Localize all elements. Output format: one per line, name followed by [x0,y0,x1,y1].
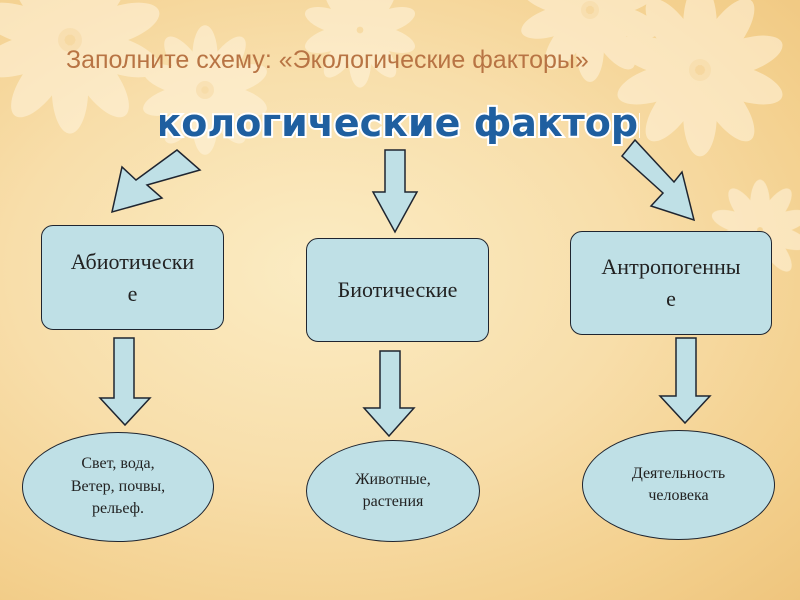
arrow-abiotic-to-examples [98,337,152,427]
example-abiotic-label: Свет, вода, Ветер, почвы, рельеф. [70,455,166,518]
arrow-title-to-abiotic [110,149,202,214]
example-abiotic: Свет, вода, Ветер, почвы, рельеф. [22,432,214,542]
example-anthropogenic-label: Деятельность человека [631,464,726,504]
category-anthropogenic: Антропогенны е [570,231,772,335]
example-biotic: Животные, растения [306,440,480,542]
category-biotic: Биотические [306,238,489,342]
example-biotic-label: Животные, растения [355,470,431,510]
category-biotic-label: Биотические [337,277,458,303]
category-anthropogenic-label: Антропогенны е [601,254,741,311]
arrow-title-to-anthropogenic [620,138,696,222]
example-anthropogenic: Деятельность человека [582,430,775,540]
diagram-title-text: Экологические факторы [160,101,640,145]
arrow-biotic-to-examples [362,350,416,438]
category-abiotic: Абиотически е [41,225,224,330]
arrow-anthropogenic-to-examples [658,337,712,425]
slide-subtitle: Заполните схему: «Экологические факторы» [66,46,589,74]
category-abiotic-label: Абиотически е [70,248,195,306]
diagram-title: Экологические факторы [160,99,640,147]
arrow-title-to-biotic [371,149,419,234]
